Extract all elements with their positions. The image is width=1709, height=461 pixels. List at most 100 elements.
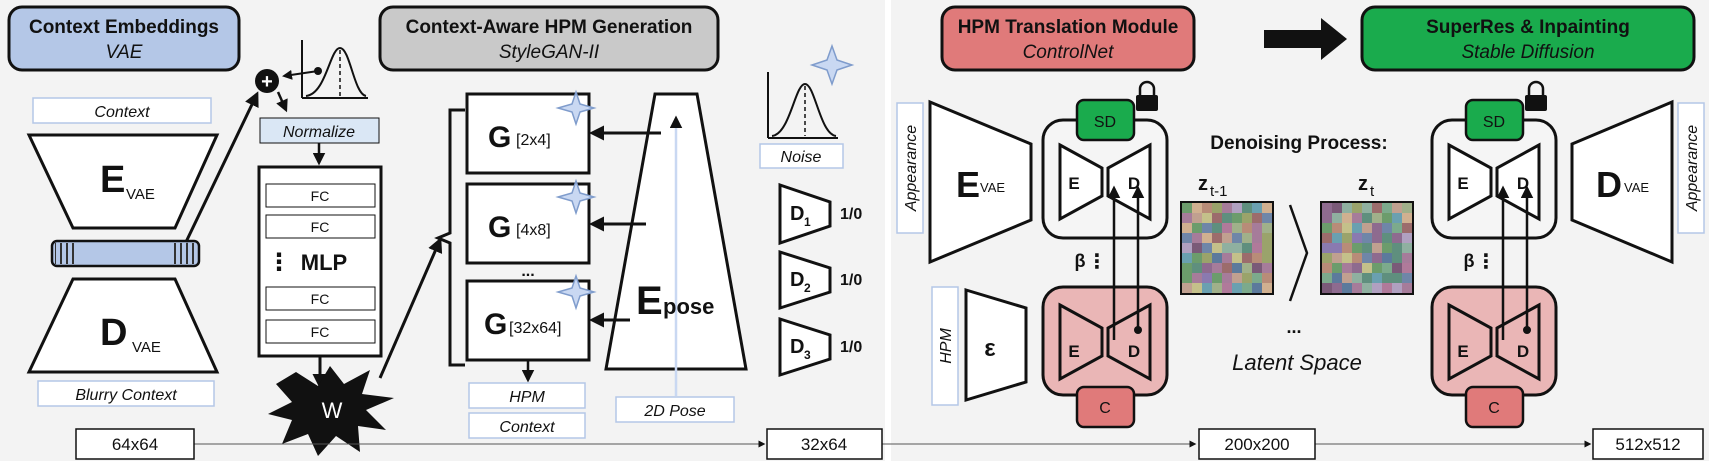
latent-cell	[1392, 203, 1402, 213]
latent-cell	[1182, 243, 1192, 253]
latent-cell	[1262, 233, 1272, 243]
latent-cell	[1382, 273, 1392, 283]
latent-cell	[1232, 223, 1242, 233]
discriminator-2-sub: 2	[804, 281, 811, 295]
z-next-sub: t	[1370, 183, 1375, 200]
bottleneck-stripes-left	[55, 243, 77, 264]
normalize-box	[259, 117, 380, 144]
latent-cell	[1372, 213, 1382, 223]
latent-cell	[1392, 273, 1402, 283]
header-translation-title: HPM Translation Module	[958, 17, 1179, 38]
latent-cell	[1372, 263, 1382, 273]
denoise-chevron	[1288, 204, 1309, 302]
latent-cell	[1232, 213, 1242, 223]
latent-cell	[1352, 233, 1362, 243]
latent-cell	[1362, 253, 1372, 263]
latent-cell	[1202, 223, 1212, 233]
vae-encoder-letter: E	[100, 159, 125, 201]
latent-cell	[1332, 223, 1342, 233]
latent-cell	[1322, 203, 1332, 213]
header-hpm: Context-Aware HPM Generation StyleGAN-II	[378, 5, 720, 72]
latent-cell	[1352, 213, 1362, 223]
latent-cell	[1382, 263, 1392, 273]
latent-cell	[1182, 233, 1192, 243]
latent-cell	[1402, 243, 1412, 253]
latent-cell	[1252, 253, 1262, 263]
translation-vae-encoder	[928, 99, 1033, 265]
context-label-box	[32, 97, 212, 124]
latent-cell	[1182, 203, 1192, 213]
latent-cell	[1402, 263, 1412, 273]
latent-cell	[1402, 253, 1412, 263]
latent-grid-border	[1320, 201, 1414, 295]
latent-grid-border	[1180, 201, 1274, 295]
fc-layer-2	[265, 214, 376, 239]
latent-cell	[1212, 223, 1222, 233]
header-translation-subtitle: ControlNet	[1023, 42, 1115, 63]
latent-cell	[1232, 253, 1242, 263]
pose-encoder-sub: pose	[663, 294, 714, 319]
latent-cell	[1182, 273, 1192, 283]
latent-cell	[1372, 243, 1382, 253]
hpm-encoder	[964, 287, 1028, 403]
resolution-32x64: 32x64	[766, 428, 883, 460]
latent-cell	[1222, 203, 1232, 213]
discriminator-3-output: 1/0	[840, 339, 862, 356]
resolution-200x200-label: 200x200	[1224, 435, 1289, 454]
generator-1-letter: G	[488, 121, 511, 154]
latent-cell	[1332, 233, 1342, 243]
latent-cell	[1322, 213, 1332, 223]
latent-cell	[1192, 273, 1202, 283]
arrow-w-to-generators	[378, 237, 443, 379]
latent-cell	[1342, 253, 1352, 263]
superres-vae-decoder	[1570, 99, 1674, 265]
translation-control-e: E	[1068, 342, 1079, 361]
latent-cell	[1232, 273, 1242, 283]
latent-cell	[1212, 253, 1222, 263]
latent-cell	[1232, 243, 1242, 253]
latent-cell	[1362, 273, 1372, 283]
latent-cell	[1322, 273, 1332, 283]
pose-input-label: 2D Pose	[643, 403, 705, 420]
arrow-gauss-dot	[314, 67, 322, 75]
header-superres-subtitle: Stable Diffusion	[1461, 42, 1594, 63]
generator-2-letter: G	[488, 211, 511, 244]
latent-cell	[1192, 223, 1202, 233]
latent-cell	[1242, 243, 1252, 253]
latent-cell	[1322, 233, 1332, 243]
generator-3-letter: G	[484, 308, 507, 341]
appearance-label-right: Appearance	[1684, 125, 1701, 212]
latent-cell	[1342, 223, 1352, 233]
latent-cell	[1242, 213, 1252, 223]
superres-decoder-sub: VAE	[1624, 180, 1649, 195]
w-label: W	[322, 398, 343, 423]
latent-cell	[1192, 263, 1202, 273]
output-hpm-box	[468, 382, 586, 409]
latent-cell	[1212, 243, 1222, 253]
vae-encoder	[26, 133, 220, 230]
latent-cell	[1232, 203, 1242, 213]
latent-cell	[1262, 213, 1272, 223]
header-flow-arrow	[1264, 18, 1347, 60]
discriminator-1-sub: 1	[804, 215, 811, 229]
latent-cell	[1192, 253, 1202, 263]
translation-skip-dot	[1134, 326, 1142, 334]
latent-cell	[1372, 283, 1382, 293]
superres-sd-unet: E D SD	[1430, 98, 1558, 240]
latent-cell	[1322, 253, 1332, 263]
fc-layer-4	[265, 319, 376, 344]
latent-cell	[1252, 213, 1262, 223]
generator-3-size: [32x64]	[509, 320, 561, 337]
latent-cell	[1332, 203, 1342, 213]
latent-cell	[1342, 233, 1352, 243]
header-vae-title: Context Embeddings	[29, 17, 219, 38]
latent-cell	[1242, 263, 1252, 273]
discriminator-2-letter: D	[790, 269, 804, 291]
resolution-200x200: 200x200	[1198, 428, 1316, 460]
latent-cell	[1352, 203, 1362, 213]
latent-cell	[1202, 263, 1212, 273]
latent-cell	[1372, 203, 1382, 213]
translation-control-d: D	[1128, 342, 1140, 361]
latent-cell	[1232, 283, 1242, 293]
